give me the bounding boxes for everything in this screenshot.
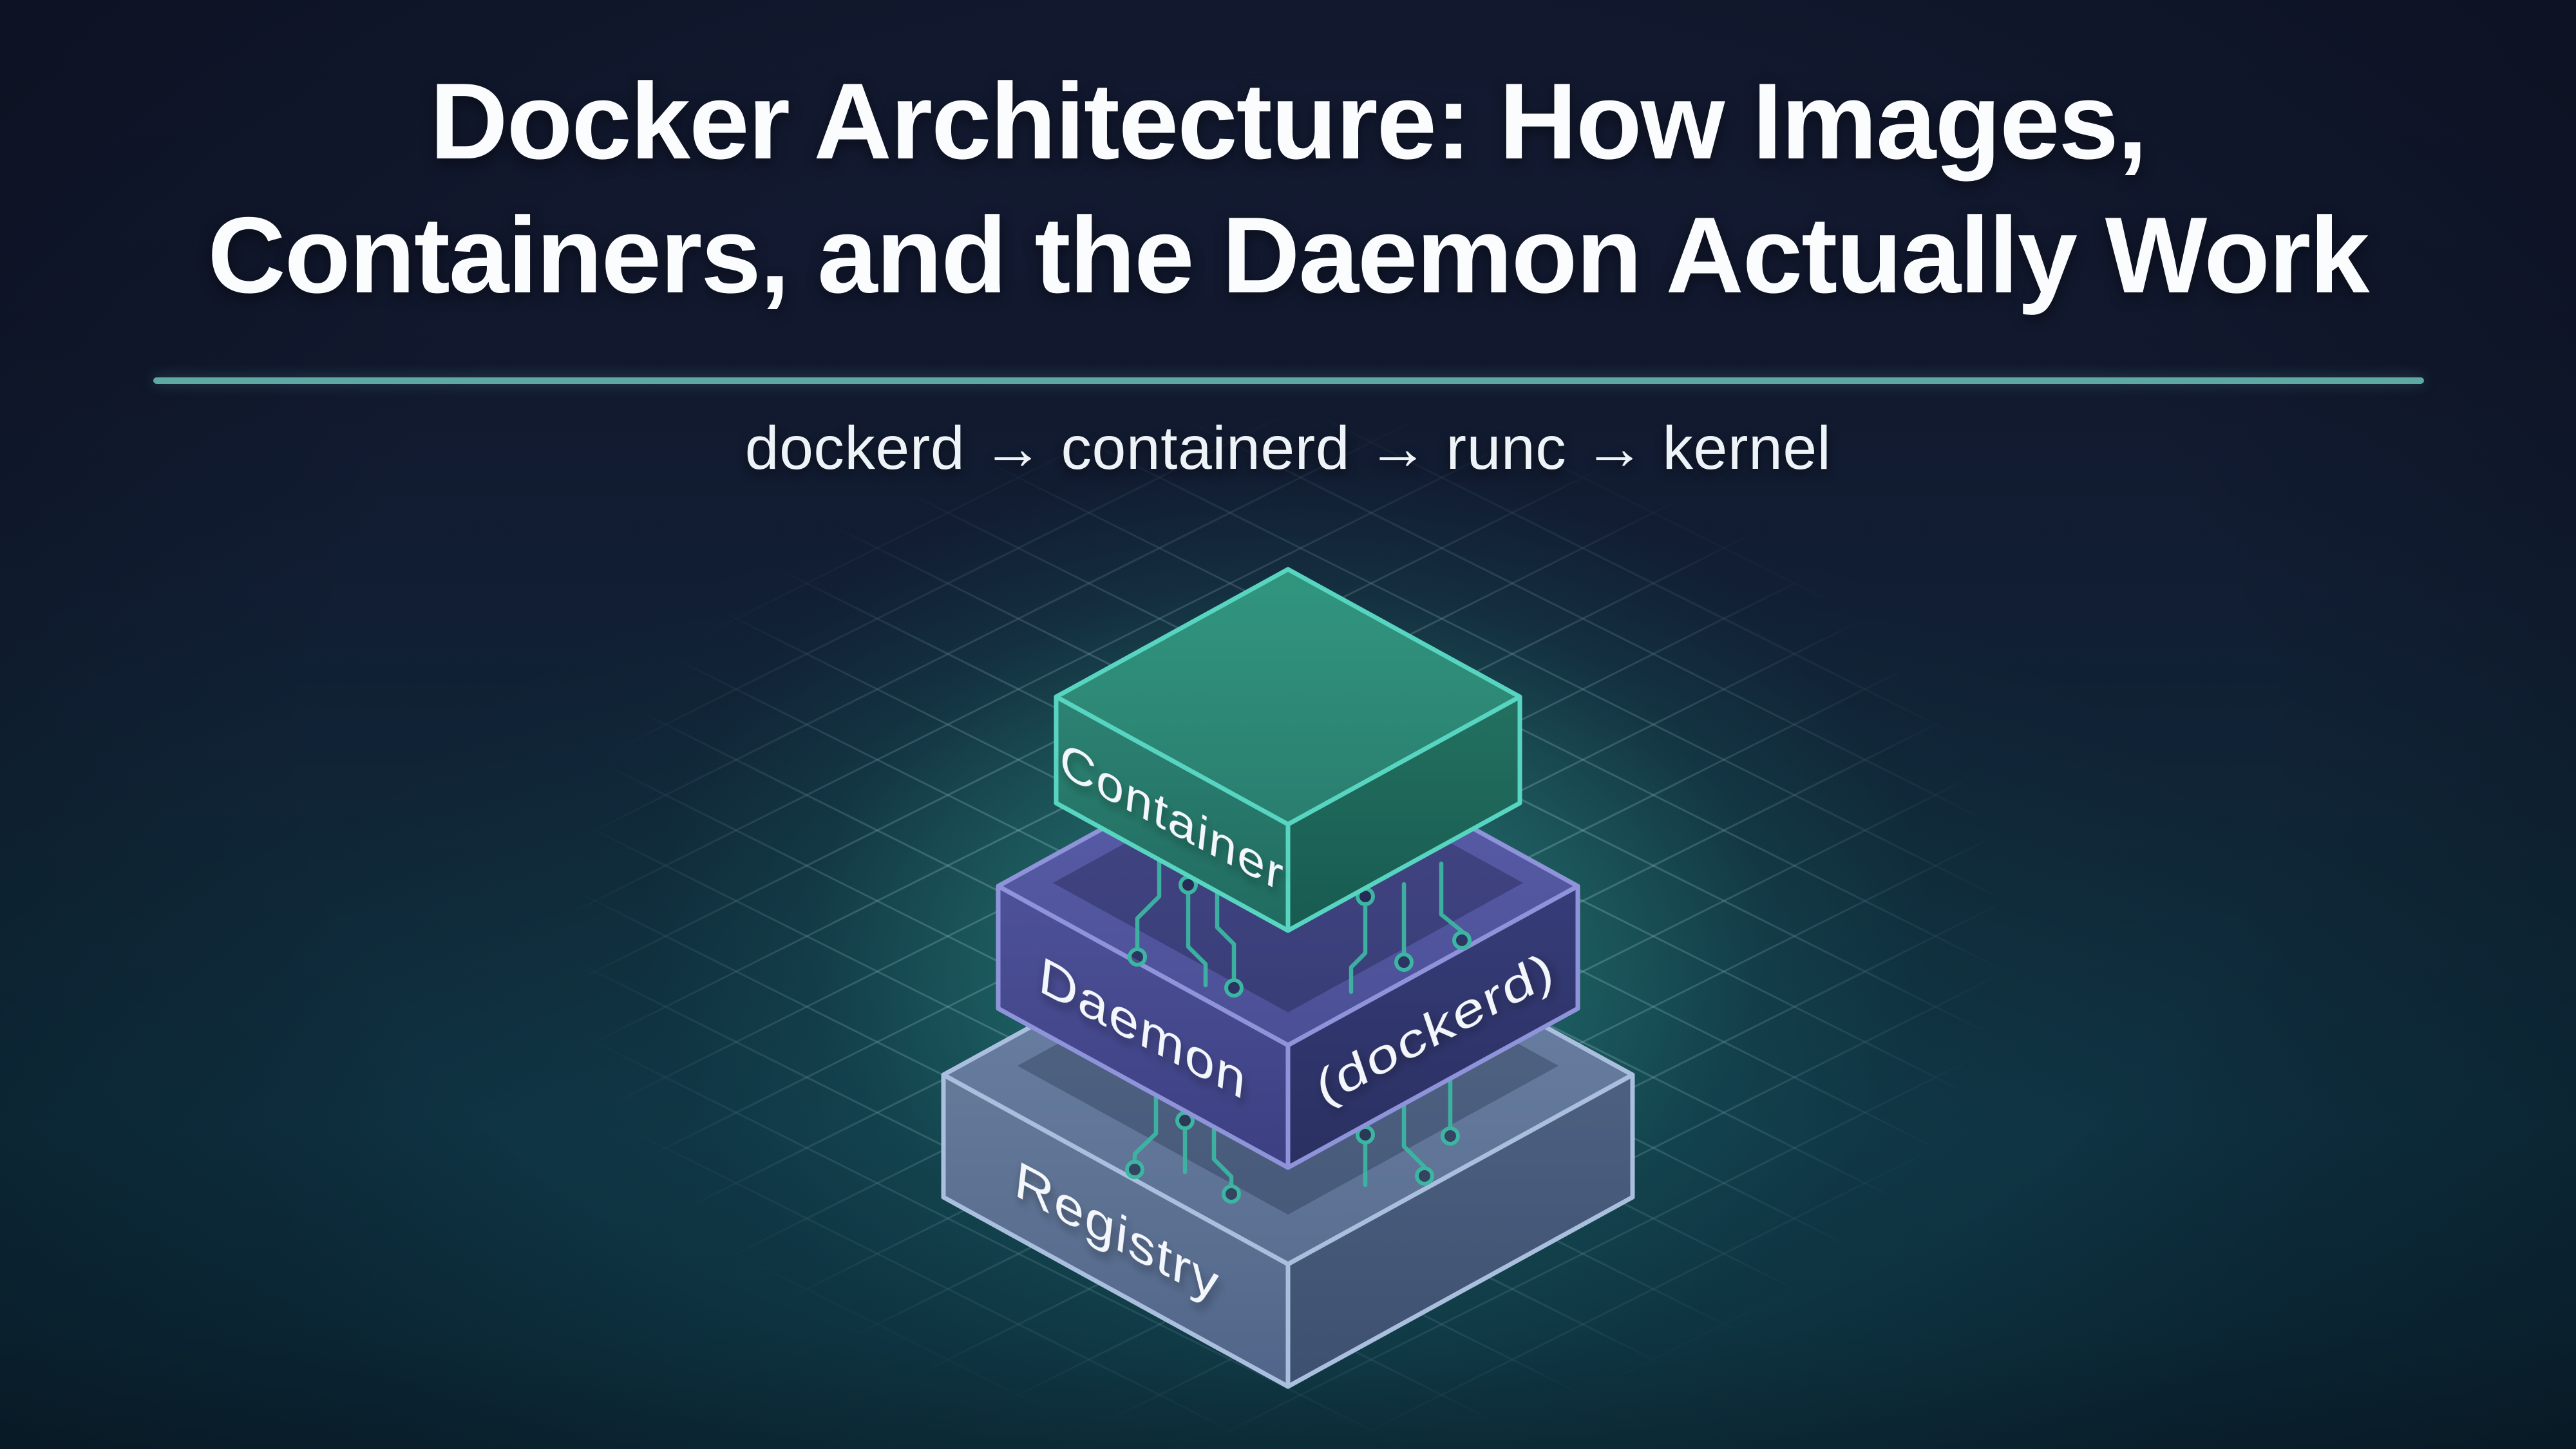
via-ring	[1222, 1184, 1241, 1204]
circuit-trace	[1401, 1101, 1427, 1170]
circuit-trace	[1135, 858, 1162, 951]
circuit-trace	[1439, 861, 1464, 934]
via-ring	[1441, 1126, 1460, 1146]
title-divider	[153, 377, 2424, 384]
via-ring	[1452, 931, 1472, 950]
via-ring	[1128, 947, 1147, 967]
page-title: Docker Architecture: How Images, Contain…	[0, 54, 2576, 323]
container-right-face	[1285, 694, 1522, 933]
via-ring	[1125, 1160, 1144, 1179]
container-layer: Container	[1054, 567, 1522, 933]
circuit-trace	[1349, 903, 1368, 994]
circuit-trace	[1132, 1093, 1159, 1163]
circuit-trace	[1215, 890, 1236, 981]
via-ring	[1394, 952, 1414, 972]
daemon-registry-traces	[1125, 1075, 1460, 1204]
title-line-1: Docker Architecture: How Images,	[430, 61, 2147, 182]
via-ring	[1224, 978, 1244, 998]
circuit-trace	[1211, 1124, 1234, 1188]
circuit-trace	[1186, 891, 1208, 988]
registry-right-face	[1285, 1072, 1635, 1389]
via-ring	[1415, 1166, 1434, 1186]
title-line-2: Containers, and the Daemon Actually Work	[207, 194, 2369, 316]
pipeline-subtitle: dockerd → containerd → runc → kernel	[744, 414, 1832, 482]
daemon-right-face	[1285, 884, 1580, 1170]
